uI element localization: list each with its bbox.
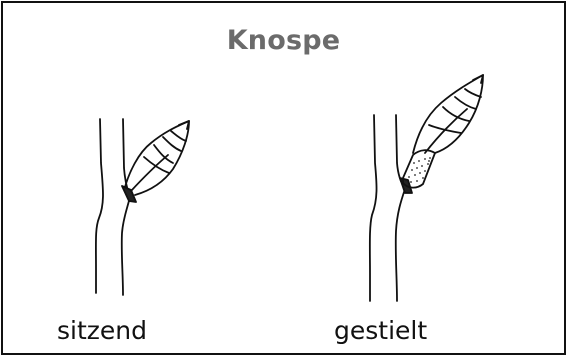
sessile-bud-drawing: [96, 119, 189, 295]
stalked-bud-drawing: [370, 75, 483, 301]
bud-outline: [125, 121, 189, 195]
bud-scale-line-2: [429, 125, 461, 133]
twig-outline-left: [370, 115, 377, 301]
twig-outline-left: [96, 119, 103, 293]
bud-scale-line-4: [455, 97, 476, 109]
bud-tip: [179, 121, 189, 129]
twig-outline-right: [122, 119, 130, 295]
bud-scale-line-1: [425, 109, 467, 153]
bud-illustrations: [3, 3, 569, 357]
bud-scale-line-4: [163, 137, 181, 151]
bud-outline: [413, 75, 483, 153]
bud-scale-line-5: [465, 89, 481, 97]
figure-frame: Knospe: [1, 1, 566, 355]
twig-outline-right: [396, 115, 405, 301]
bud-tip: [473, 75, 483, 83]
bud-scale-line-5: [171, 131, 186, 141]
stalked-label: gestielt: [334, 316, 427, 345]
sessile-label: sitzend: [57, 316, 147, 345]
bud-scale-line-3: [154, 145, 173, 163]
